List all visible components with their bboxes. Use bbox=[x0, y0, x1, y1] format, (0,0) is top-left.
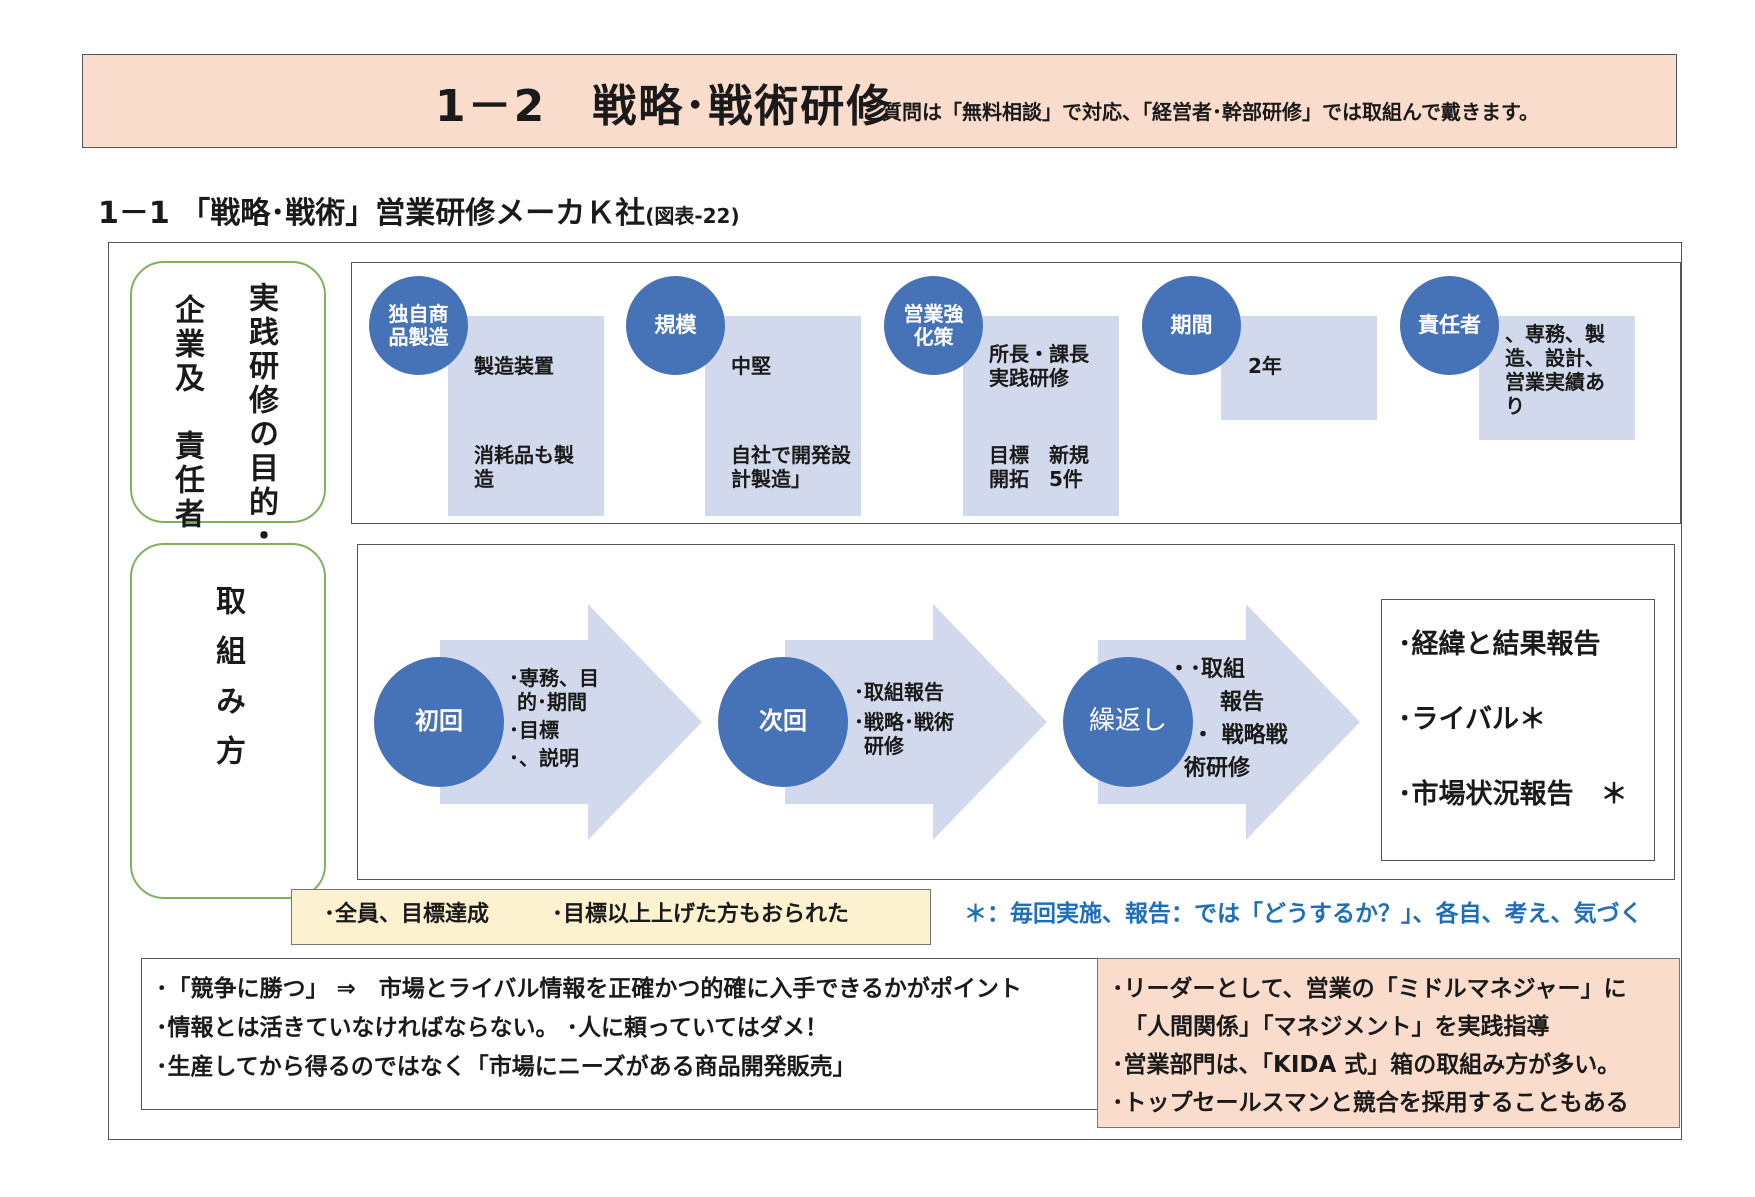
step-first-line-2: 的･期間 bbox=[517, 690, 587, 714]
step-next-line-1: ･取組報告 bbox=[854, 680, 944, 704]
profile-card-period bbox=[1221, 316, 1377, 420]
key-point-1: ･「競争に勝つ」 ⇒ 市場とライバル情報を正確かつ的確に入手できるかがポイント bbox=[156, 976, 1022, 1002]
step-first-line-3: ･目標 bbox=[509, 718, 559, 742]
profile-circle-scale: 規模 bbox=[626, 276, 725, 375]
leadership-line-1: ･リーダーとして、営業の「ミドルマネジャー」に bbox=[1112, 976, 1627, 1002]
report-item-1: ･経緯と結果報告 bbox=[1398, 629, 1601, 660]
report-item-3: ･市場状況報告 ＊ bbox=[1398, 779, 1628, 810]
section-title-text: 1－1 「戦略･戦術」営業研修メーカＫ社 bbox=[98, 196, 646, 231]
profile-strategy-text2: 目標 新規開拓 5件 bbox=[989, 443, 1089, 491]
profile-circle-product: 独自商品製造 bbox=[369, 276, 468, 375]
step-circle-first: 初回 bbox=[374, 657, 504, 787]
key-point-3: ･生産してから得るのではなく「市場にニーズがある商品開発販売」 bbox=[156, 1054, 856, 1080]
step-arrow-1 bbox=[440, 604, 702, 840]
step-repeat-line-1: ・･取組 bbox=[1168, 657, 1246, 682]
header-banner bbox=[82, 54, 1677, 148]
report-item-2: ･ライバル＊ bbox=[1398, 704, 1546, 735]
leadership-line-3: ･営業部門は、「KIDA 式」箱の取組み方が多い。 bbox=[1112, 1052, 1621, 1078]
profile-product-text2: 消耗品も製造 bbox=[474, 443, 574, 491]
report-box bbox=[1381, 599, 1655, 861]
purpose-label-col1: 実践研修の目的・ bbox=[243, 282, 278, 554]
step-repeat-line-3: ・ 戦略戦 bbox=[1192, 723, 1288, 748]
approach-label-box bbox=[130, 543, 326, 899]
profile-scale-text2: 自社で開発設計製造」 bbox=[731, 443, 851, 491]
result-text-2: ･目標以上上げた方もおられた bbox=[552, 902, 850, 927]
page-title: 1－2 戦略･戦術研修 bbox=[435, 81, 893, 132]
result-text-1: ･全員、目標達成 bbox=[324, 902, 490, 927]
step-arrow-2 bbox=[785, 604, 1047, 840]
profile-manager-text1: 、専務、製造、設計、営業実績あり bbox=[1505, 322, 1605, 418]
section-title: 1－1 「戦略･戦術」営業研修メーカＫ社(図表-22) bbox=[98, 188, 740, 232]
approach-label: 取組み方 bbox=[210, 585, 245, 785]
step-first-line-4: ･、説明 bbox=[509, 746, 579, 770]
step-next-line-3: 研修 bbox=[864, 734, 904, 758]
step-repeat-line-2: 報告 bbox=[1220, 690, 1265, 715]
profile-strategy-text1: 所長・課長実践研修 bbox=[989, 342, 1089, 390]
profile-scale-text1: 中堅 bbox=[731, 354, 771, 378]
step-arrow-3 bbox=[1098, 604, 1360, 840]
step-next-line-2: ･戦略･戦術 bbox=[854, 710, 954, 734]
purpose-label-col2: 企業及 責任者 bbox=[169, 294, 204, 532]
profile-period-text1: 2年 bbox=[1248, 354, 1282, 378]
key-points-box bbox=[141, 958, 1105, 1110]
profile-card-strategy bbox=[963, 316, 1119, 516]
result-box bbox=[291, 889, 931, 945]
leadership-line-2: 「人間関係」「マネジメント」を実践指導 bbox=[1124, 1014, 1550, 1040]
profile-circle-period: 期間 bbox=[1142, 276, 1241, 375]
step-circle-repeat: 繰返し bbox=[1063, 657, 1193, 787]
step-first-lines: ･専務、目 的･期間 ･目標 ･、説明 bbox=[509, 666, 599, 770]
profile-card-manager bbox=[1479, 316, 1635, 440]
header-note: ご質問は「無料相談」で対応、「経営者･幹部研修」では取組んで戴きます。 bbox=[862, 100, 1539, 124]
profile-product-text1: 製造装置 bbox=[474, 354, 554, 378]
purpose-label-box bbox=[130, 261, 326, 523]
profile-circle-manager: 責任者 bbox=[1400, 276, 1499, 375]
key-point-2: ･情報とは活きていなければならない。 ･人に頼っていてはダメ！ bbox=[156, 1015, 829, 1041]
profile-card-product bbox=[448, 316, 604, 516]
step-circle-next: 次回 bbox=[718, 657, 848, 787]
profile-circle-strategy: 営業強化策 bbox=[884, 276, 983, 375]
step-repeat-line-4: 術研修 bbox=[1184, 756, 1251, 781]
diagram-frame bbox=[108, 242, 1682, 1140]
leadership-box bbox=[1097, 958, 1680, 1128]
step-first-line-1: ･専務、目 bbox=[509, 666, 599, 690]
figure-reference: (図表-22) bbox=[645, 204, 740, 228]
step-repeat-lines: ・･取組 報告 ・ 戦略戦 術研修 bbox=[1168, 653, 1288, 785]
profile-card-scale bbox=[705, 316, 861, 516]
asterisk-note: ＊：毎回実施、報告：では「どうするか？」、各自、考え、気づく bbox=[964, 901, 1643, 927]
step-next-lines: ･取組報告 ･戦略･戦術 研修 bbox=[854, 680, 954, 758]
leadership-line-4: ･トップセールスマンと競合を採用することもある bbox=[1112, 1090, 1629, 1116]
